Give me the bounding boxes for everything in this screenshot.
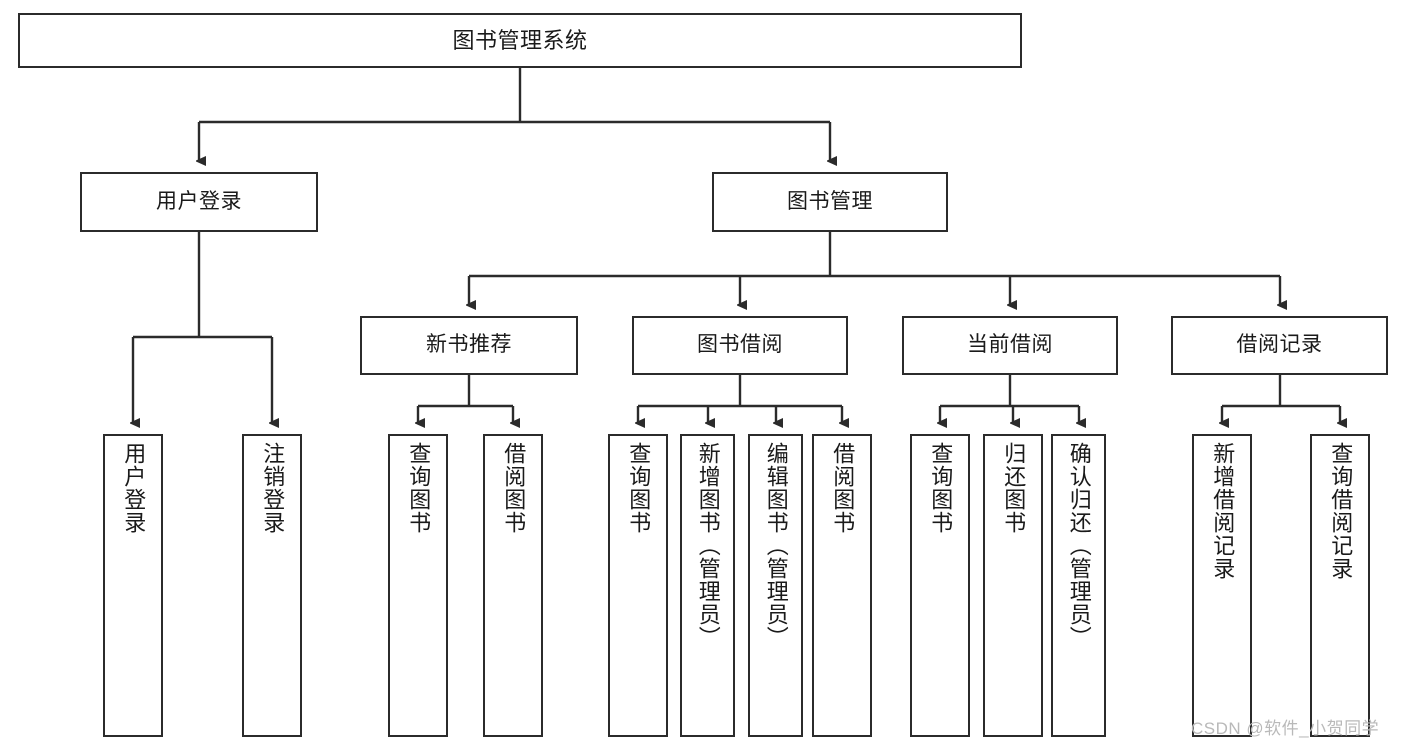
node-leaf-rcd-add[interactable]: 新增借阅记录 xyxy=(1192,434,1252,737)
node-label: 新书推荐 xyxy=(426,333,512,357)
node-label: 新增图书（管理员） xyxy=(695,442,721,649)
node-leaf-borrow-query[interactable]: 查询图书 xyxy=(608,434,668,737)
node-leaf-borrow-lend[interactable]: 借阅图书 xyxy=(812,434,872,737)
node-user-login[interactable]: 用户登录 xyxy=(80,172,318,232)
node-label: 用户登录 xyxy=(121,442,147,534)
node-root[interactable]: 图书管理系统 xyxy=(18,13,1022,68)
node-current-borrow[interactable]: 当前借阅 xyxy=(902,316,1118,375)
node-new-book-rec[interactable]: 新书推荐 xyxy=(360,316,578,375)
node-leaf-user-logout[interactable]: 注销登录 xyxy=(242,434,302,737)
node-label: 图书管理系统 xyxy=(452,27,588,53)
node-label: 确认归还（管理员） xyxy=(1066,442,1092,649)
node-label: 查询图书 xyxy=(928,442,954,534)
node-label: 图书管理 xyxy=(787,189,873,213)
node-leaf-borrow-edit[interactable]: 编辑图书（管理员） xyxy=(748,434,803,737)
node-leaf-cur-confirm[interactable]: 确认归还（管理员） xyxy=(1051,434,1106,737)
node-leaf-borrow-add[interactable]: 新增图书（管理员） xyxy=(680,434,735,737)
node-leaf-rcd-query[interactable]: 查询借阅记录 xyxy=(1310,434,1370,737)
node-book-borrow[interactable]: 图书借阅 xyxy=(632,316,848,375)
node-leaf-rec-borrow[interactable]: 借阅图书 xyxy=(483,434,543,737)
node-label: 借阅图书 xyxy=(501,442,527,534)
csdn-watermark: CSDN @软件_小贺同学 xyxy=(1191,719,1380,738)
node-label: 注销登录 xyxy=(260,442,286,534)
node-label: 当前借阅 xyxy=(967,333,1053,357)
node-label: 查询借阅记录 xyxy=(1328,442,1354,580)
node-leaf-cur-query[interactable]: 查询图书 xyxy=(910,434,970,737)
node-leaf-user-login[interactable]: 用户登录 xyxy=(103,434,163,737)
node-leaf-cur-return[interactable]: 归还图书 xyxy=(983,434,1043,737)
node-leaf-rec-query[interactable]: 查询图书 xyxy=(388,434,448,737)
node-label: 图书借阅 xyxy=(697,333,783,357)
node-book-manage[interactable]: 图书管理 xyxy=(712,172,948,232)
node-label: 借阅图书 xyxy=(830,442,856,534)
node-borrow-record[interactable]: 借阅记录 xyxy=(1171,316,1388,375)
node-label: 编辑图书（管理员） xyxy=(763,442,789,649)
node-label: 借阅记录 xyxy=(1236,333,1323,357)
node-label: 新增借阅记录 xyxy=(1210,442,1236,580)
node-label: 查询图书 xyxy=(626,442,652,534)
node-label: 归还图书 xyxy=(1001,442,1027,534)
node-label: 用户登录 xyxy=(156,189,242,213)
node-label: 查询图书 xyxy=(406,442,432,534)
